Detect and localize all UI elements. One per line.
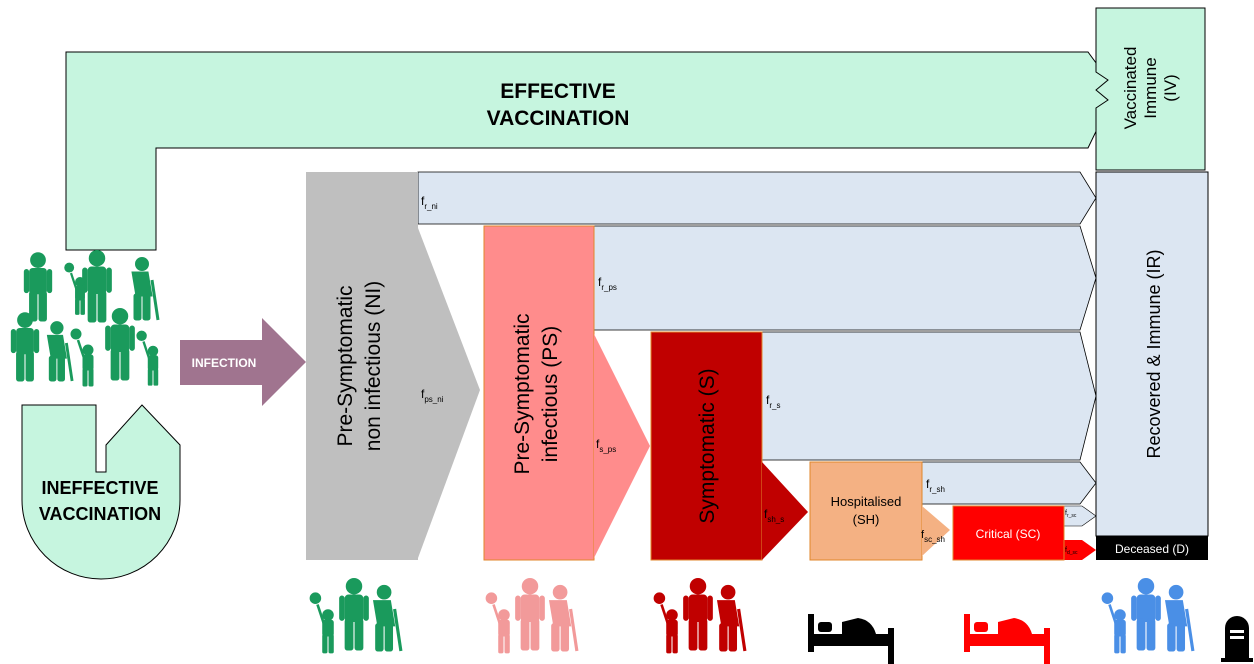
compartment-sc (952, 505, 1065, 561)
arrow-s-ps (594, 334, 650, 558)
compartment-ir (1095, 171, 1209, 537)
arrow-sh-s (762, 462, 808, 560)
hospital-bed-icon-sc (964, 614, 1050, 664)
compartment-d (1096, 536, 1208, 560)
family-icon-s (654, 579, 745, 653)
arrow-sc-sh (922, 506, 950, 556)
ni-label-2: non infectious (NI) (362, 281, 385, 451)
family-icon-ir (1102, 579, 1193, 653)
sc-label: Critical (SC) (976, 527, 1041, 541)
compartment-ni (306, 172, 418, 560)
effective-vaccination-line1: EFFECTIVE (500, 80, 616, 103)
flow-arrow-r-ni (417, 171, 1097, 225)
f-sc-sh-label: fsc_sh (921, 529, 945, 544)
infection-label: INFECTION (192, 356, 257, 370)
ineffective-vaccination-line1: INEFFECTIVE (41, 478, 158, 498)
compartment-ps (483, 225, 595, 561)
family-icon-ps (486, 579, 577, 653)
flow-arrow-r-sh (921, 461, 1097, 505)
vaccinated-immune-label-3: (IV) (1161, 74, 1180, 101)
arrow-ps-ni (418, 228, 480, 558)
flow-arrow-r-ps (593, 225, 1097, 331)
f-sh-s-label: fsh_s (764, 507, 784, 524)
gravestone-icon (1221, 616, 1253, 662)
compartment-s (650, 331, 763, 561)
vaccinated-immune-box (1095, 7, 1206, 171)
ir-label: Recovered & Immune (IR) (1144, 249, 1164, 458)
people-group-icon (10, 249, 160, 388)
effective-vaccination-arrow (65, 51, 1117, 251)
ineffective-vaccination-line2: VACCINATION (39, 504, 161, 524)
f-s-ps-label: fs_ps (596, 437, 616, 454)
family-icon-ni (310, 579, 401, 653)
flow-arrow-r-s (761, 331, 1097, 461)
f-r-ni-label: fr_ni (421, 194, 438, 211)
infection-arrow (180, 318, 306, 406)
ni-label-1: Pre-Symptomatic (334, 285, 357, 446)
sh-label-1: Hospitalised (831, 494, 902, 509)
f-r-ps-label: fr_ps (598, 275, 617, 292)
f-d-sc-label: fd_sc (1065, 547, 1078, 556)
s-label: Symptomatic (S) (696, 368, 719, 523)
f-r-sh-label: fr_sh (926, 477, 945, 494)
vaccinated-immune-label-2: Immune (1141, 57, 1160, 118)
hospital-bed-icon-sh (808, 614, 894, 664)
effective-vaccination-line2: VACCINATION (487, 107, 630, 130)
f-ps-ni-label: fps_ni (421, 387, 444, 404)
ineffective-vaccination-shape (21, 404, 181, 580)
vaccinated-immune-label-1: Vaccinated (1121, 47, 1140, 130)
d-label: Deceased (D) (1115, 542, 1189, 556)
ps-label-1: Pre-Symptomatic (511, 313, 534, 474)
sh-label-2: (SH) (853, 512, 880, 527)
compartment-sh (809, 461, 923, 561)
flow-arrow-d-sc (1064, 540, 1096, 560)
f-r-s-label: fr_s (766, 393, 780, 410)
ps-label-2: infectious (PS) (539, 326, 562, 463)
f-r-sc-label: fr_sc (1065, 510, 1077, 519)
